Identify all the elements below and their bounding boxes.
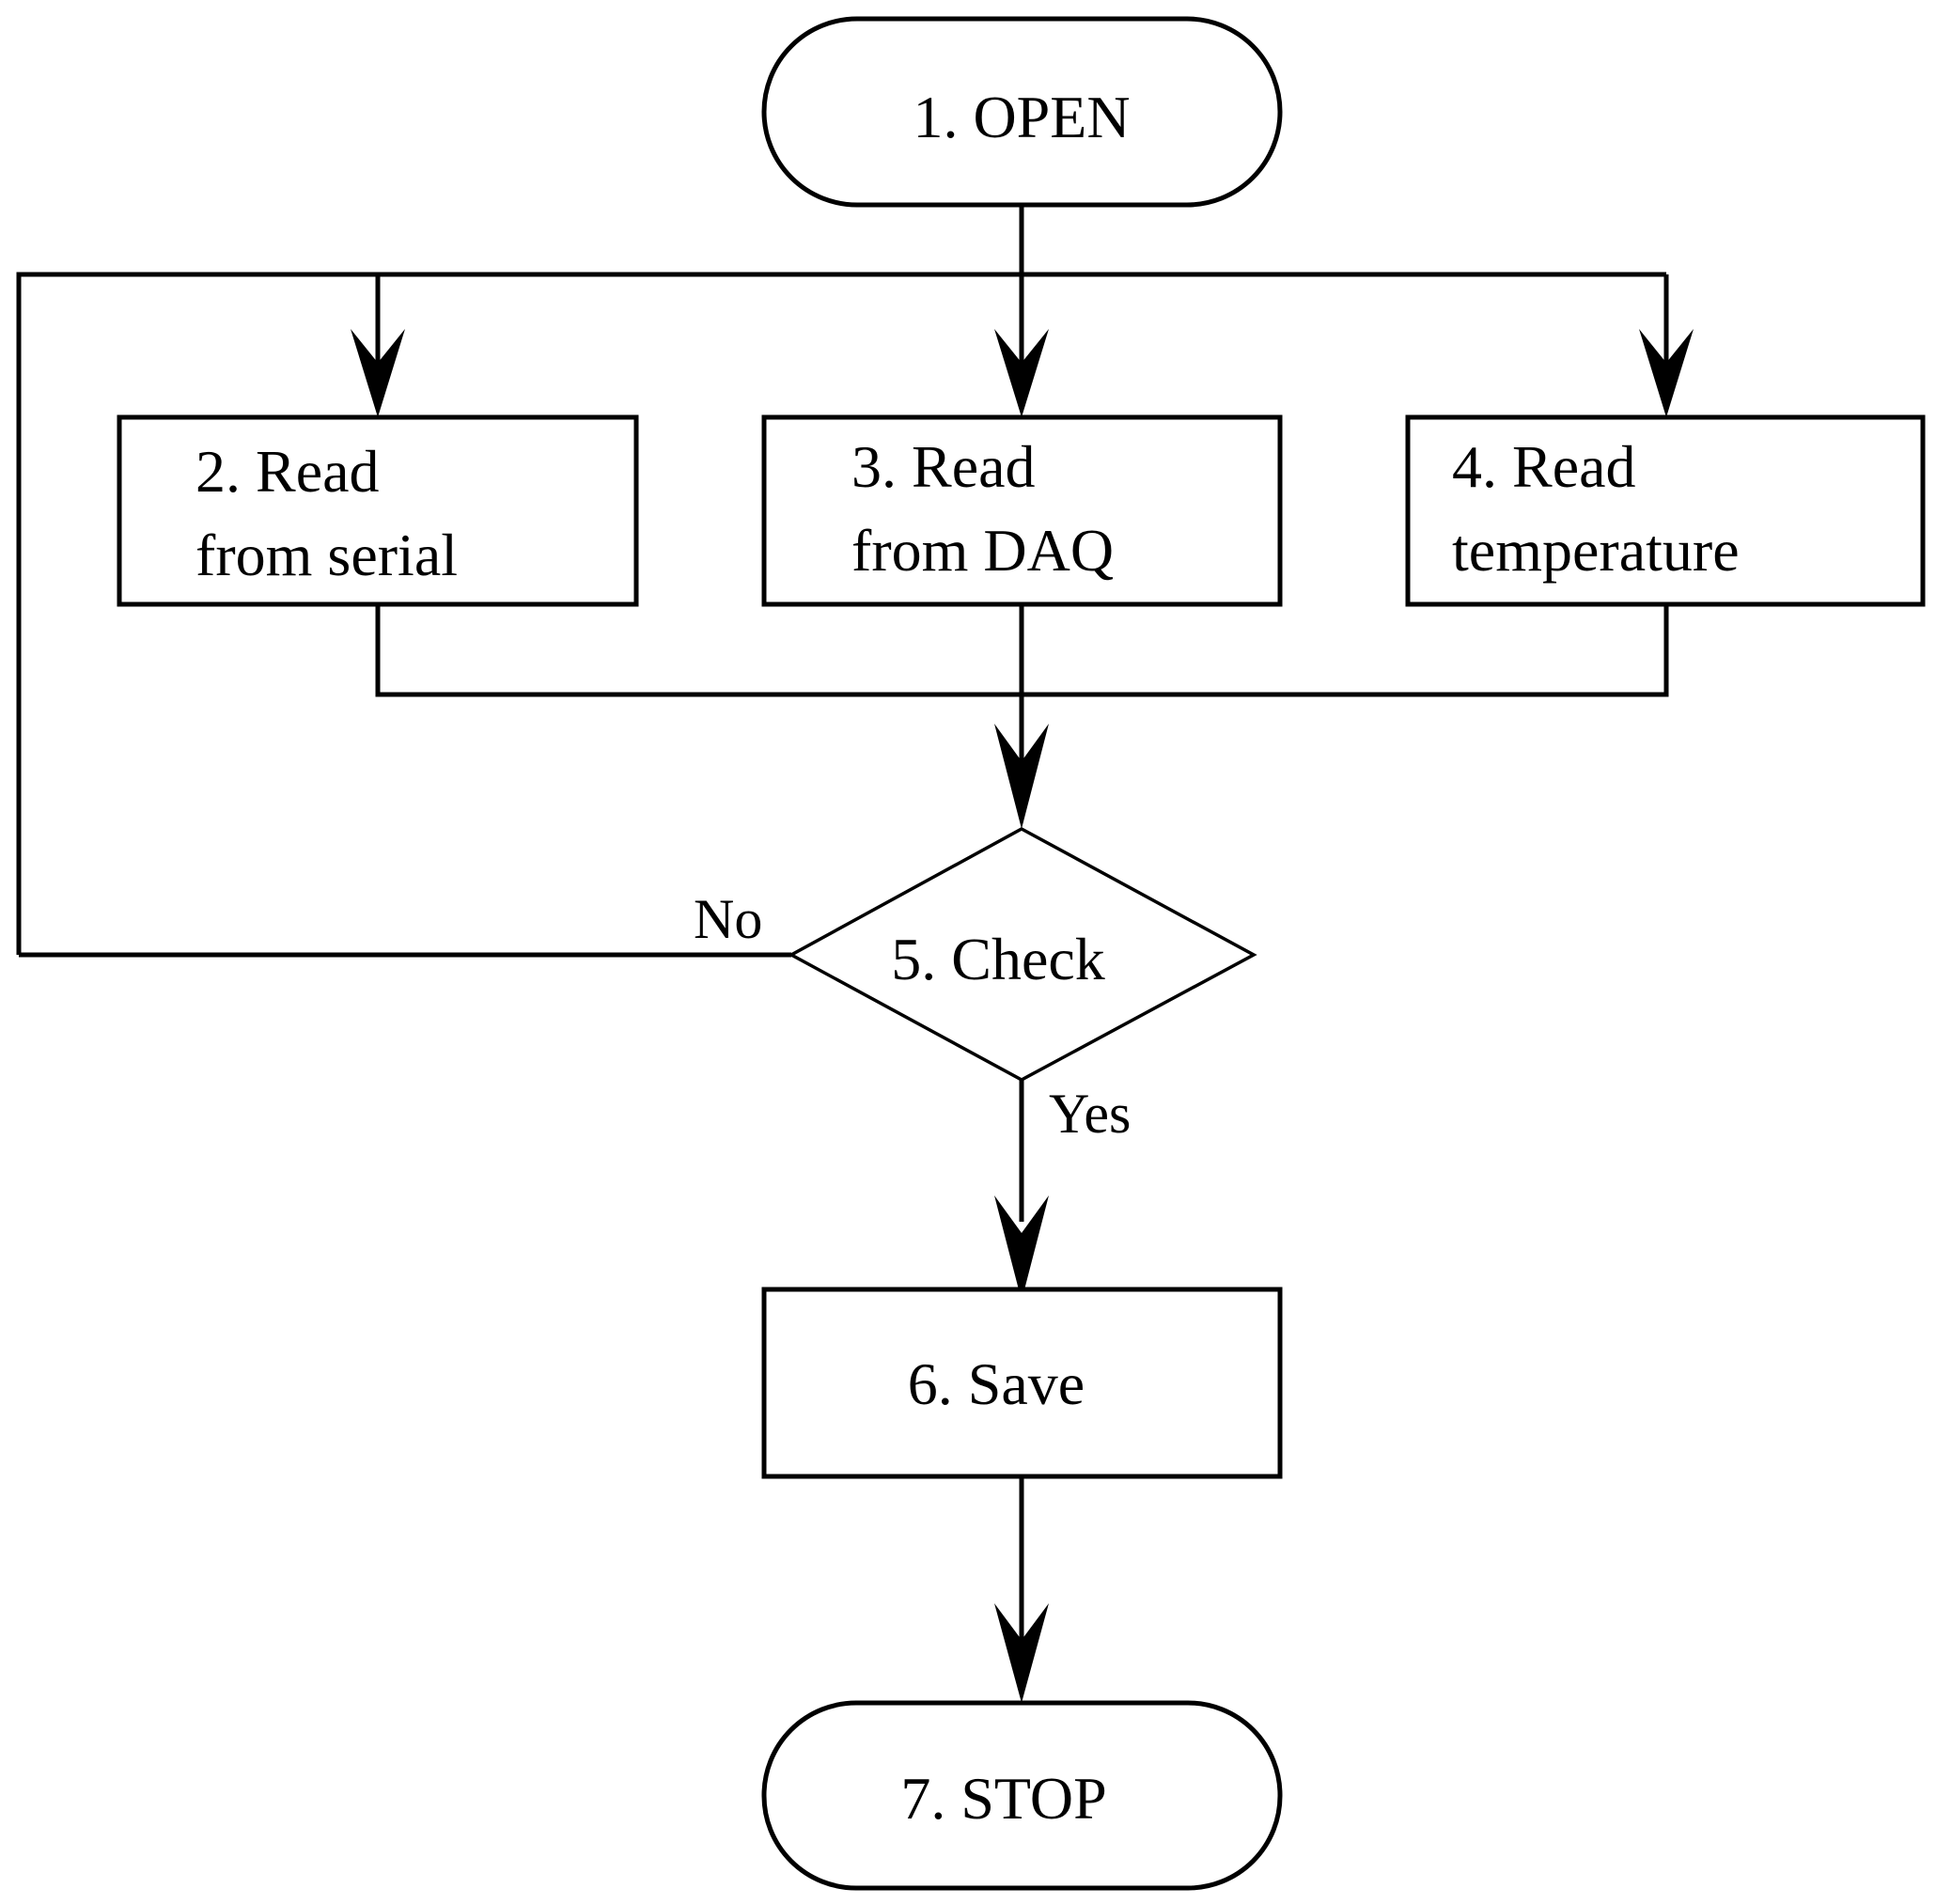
arrowhead-check [994,724,1049,829]
stop-shape [761,1700,1283,1891]
connectors [16,205,1669,1640]
check-diamond [788,827,1257,1082]
arrowheads [351,329,1694,1703]
open-label: 1. OPEN [913,84,1130,150]
read-daq-box [761,414,1283,607]
read-serial-label-line1: 2. Read [195,438,380,505]
arrowhead-read-serial [351,329,405,417]
read-temp-process: 4. Read temperature [1405,414,1926,607]
read-serial-label-line2: from serial [195,522,458,588]
save-process: 6. Save [761,1287,1283,1479]
distribution-bus [16,272,1666,955]
read-serial-box [117,414,639,607]
check-decision: 5. Check [788,827,1257,1082]
check-label: 5. Check [891,926,1105,992]
read-daq-label-line2: from DAQ [851,517,1114,584]
arrowhead-save [994,1195,1049,1301]
open-shape [761,16,1283,208]
save-label: 6. Save [908,1350,1085,1417]
open-terminator: 1. OPEN [761,16,1283,208]
read-daq-process: 3. Read from DAQ [761,414,1283,607]
stop-terminator: 7. STOP [761,1700,1283,1891]
read-temp-label-line1: 4. Read [1452,433,1636,500]
arrowhead-stop [994,1603,1049,1703]
read-temp-box [1405,414,1926,607]
read-daq-label-line1: 3. Read [851,433,1036,500]
read-temp-label-line2: temperature [1452,517,1740,584]
arrowhead-read-temp [1639,329,1694,417]
yes-branch-label: Yes [1049,1083,1131,1145]
save-box [761,1287,1283,1479]
no-branch-label: No [694,888,762,950]
arrowhead-read-daq [994,329,1049,417]
read-serial-process: 2. Read from serial [117,414,639,607]
stop-label: 7. STOP [900,1765,1106,1832]
